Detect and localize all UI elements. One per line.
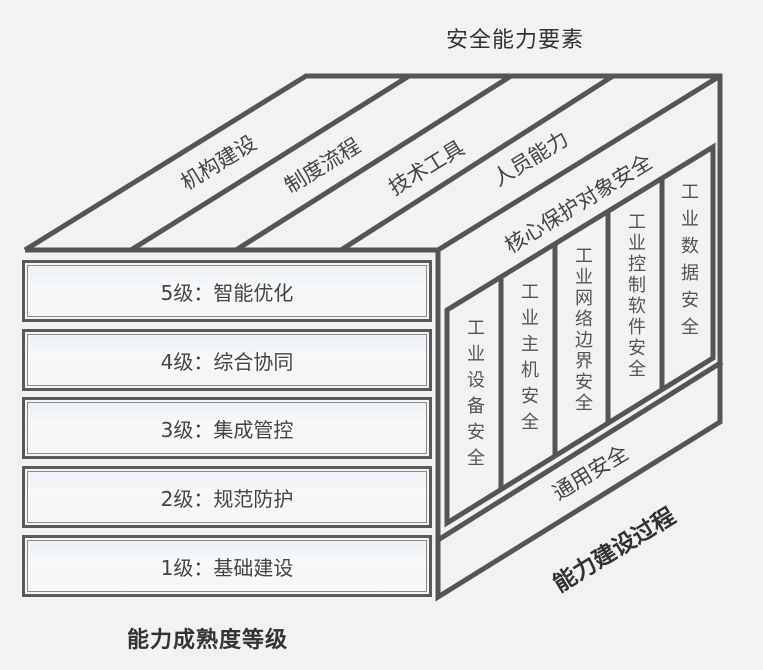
column-data-security: 工业数据安全 <box>678 182 699 344</box>
core-objects-panel <box>444 142 716 528</box>
cube-edge <box>436 73 722 253</box>
maturity-levels-title: 能力成熟度等级 <box>127 628 289 653</box>
level-2: 2级：规范防护 <box>22 466 432 528</box>
column-device-security: 工业设备安全 <box>464 318 485 474</box>
column-control-software-security: 工业控制软件安全 <box>625 212 646 380</box>
column-network-boundary-security: 工业网络边界安全 <box>572 246 593 414</box>
level-4: 4级：综合协同 <box>22 329 432 391</box>
column-host-security: 工业主机安全 <box>518 282 539 438</box>
top-face-divider <box>234 73 513 253</box>
top-face-divider <box>129 73 411 253</box>
security-elements-title: 安全能力要素 <box>446 28 585 53</box>
level-1: 1级：基础建设 <box>22 535 432 597</box>
top-face-divider <box>339 73 615 253</box>
level-5: 5级：智能优化 <box>22 260 432 322</box>
general-security-band-edge <box>436 359 724 543</box>
level-3: 3级：集成管控 <box>22 397 432 459</box>
